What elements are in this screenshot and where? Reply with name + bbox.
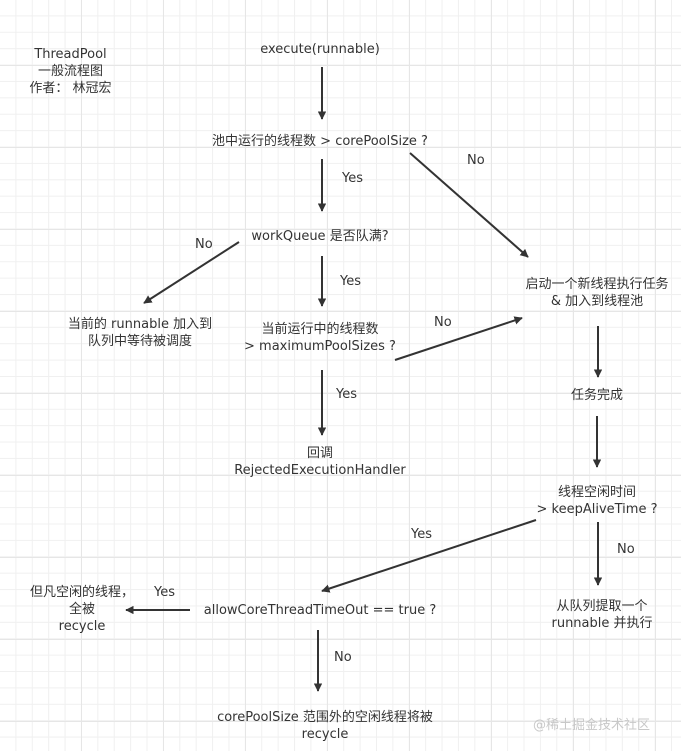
node-core-check-text: 池中运行的线程数 > corePoolSize ? xyxy=(212,134,428,149)
node-reject-line-1: 回调 xyxy=(306,446,333,461)
title-line-1: ThreadPool xyxy=(34,47,107,62)
arrow-queue-no xyxy=(143,241,240,304)
edge-label-allow-yes: Yes xyxy=(154,585,175,600)
node-max-check-line-2: > maximumPoolSizes ? xyxy=(244,339,396,354)
node-enqueue: 当前的 runnable 加入到 队列中等待被调度 xyxy=(40,316,240,350)
node-idle-check-line-1: 线程空闲时间 xyxy=(557,485,636,500)
node-core-check: 池中运行的线程数 > corePoolSize ? xyxy=(170,133,470,150)
node-recycle-outside-core-line-2: recycle xyxy=(301,727,349,742)
node-idle-check-line-2: > keepAliveTime ? xyxy=(536,502,658,517)
edge-label-core-no: No xyxy=(467,153,485,168)
node-recycle-outside-core: corePoolSize 范围外的空闲线程将被 recycle xyxy=(190,709,460,743)
node-enqueue-line-2: 队列中等待被调度 xyxy=(87,334,192,349)
node-task-done: 任务完成 xyxy=(537,387,657,404)
title-line-2: 一般流程图 xyxy=(37,64,103,79)
node-recycle-all-line-2: 全被 xyxy=(68,602,95,617)
arrow-idle-yes xyxy=(321,519,537,593)
edge-label-queue-yes: Yes xyxy=(340,274,361,289)
node-idle-check: 线程空闲时间 > keepAliveTime ? xyxy=(517,484,677,518)
node-queue-full-text: workQueue 是否队满? xyxy=(251,229,389,244)
edge-label-core-yes: Yes xyxy=(342,171,363,186)
edge-label-max-yes: Yes xyxy=(336,387,357,402)
node-execute: execute(runnable) xyxy=(220,41,420,58)
edge-label-queue-no: No xyxy=(195,237,213,252)
arrow-max-no xyxy=(394,316,523,361)
node-task-done-text: 任务完成 xyxy=(570,388,623,403)
node-new-thread-line-1: 启动一个新线程执行任务 xyxy=(525,277,669,292)
edge-label-idle-no: No xyxy=(617,542,635,557)
node-reject: 回调 RejectedExecutionHandler xyxy=(220,445,420,479)
node-recycle-all: 但凡空闲的线程， 全被 recycle xyxy=(22,584,142,635)
node-allow-core-timeout: allowCoreThreadTimeOut == true ? xyxy=(195,602,445,619)
node-execute-text: execute(runnable) xyxy=(260,42,380,57)
edge-label-idle-yes: Yes xyxy=(411,527,432,542)
node-max-check-line-1: 当前运行中的线程数 xyxy=(261,322,379,337)
node-recycle-outside-core-line-1: corePoolSize 范围外的空闲线程将被 xyxy=(217,710,433,725)
node-take-from-queue-line-2: runnable 并执行 xyxy=(551,616,653,631)
node-reject-line-2: RejectedExecutionHandler xyxy=(234,463,406,478)
node-recycle-all-line-3: recycle xyxy=(58,619,106,634)
node-new-thread: 启动一个新线程执行任务 & 加入到线程池 xyxy=(497,276,681,310)
arrow-core-no xyxy=(409,152,529,258)
node-queue-full: workQueue 是否队满? xyxy=(230,228,410,245)
node-max-check: 当前运行中的线程数 > maximumPoolSizes ? xyxy=(220,321,420,355)
edge-label-allow-no: No xyxy=(334,650,352,665)
node-take-from-queue: 从队列提取一个 runnable 并执行 xyxy=(527,598,677,632)
diagram-title-block: ThreadPool 一般流程图 作者： 林冠宏 xyxy=(18,46,123,97)
edge-label-max-no: No xyxy=(434,315,452,330)
title-line-3: 作者： 林冠宏 xyxy=(29,81,112,96)
node-enqueue-line-1: 当前的 runnable 加入到 xyxy=(67,317,213,332)
node-take-from-queue-line-1: 从队列提取一个 xyxy=(556,599,648,614)
watermark: @稀土掘金技术社区 xyxy=(533,718,651,733)
node-allow-core-timeout-text: allowCoreThreadTimeOut == true ? xyxy=(203,603,437,618)
node-new-thread-line-2: & 加入到线程池 xyxy=(550,294,644,309)
node-recycle-all-line-1: 但凡空闲的线程， xyxy=(29,585,134,600)
